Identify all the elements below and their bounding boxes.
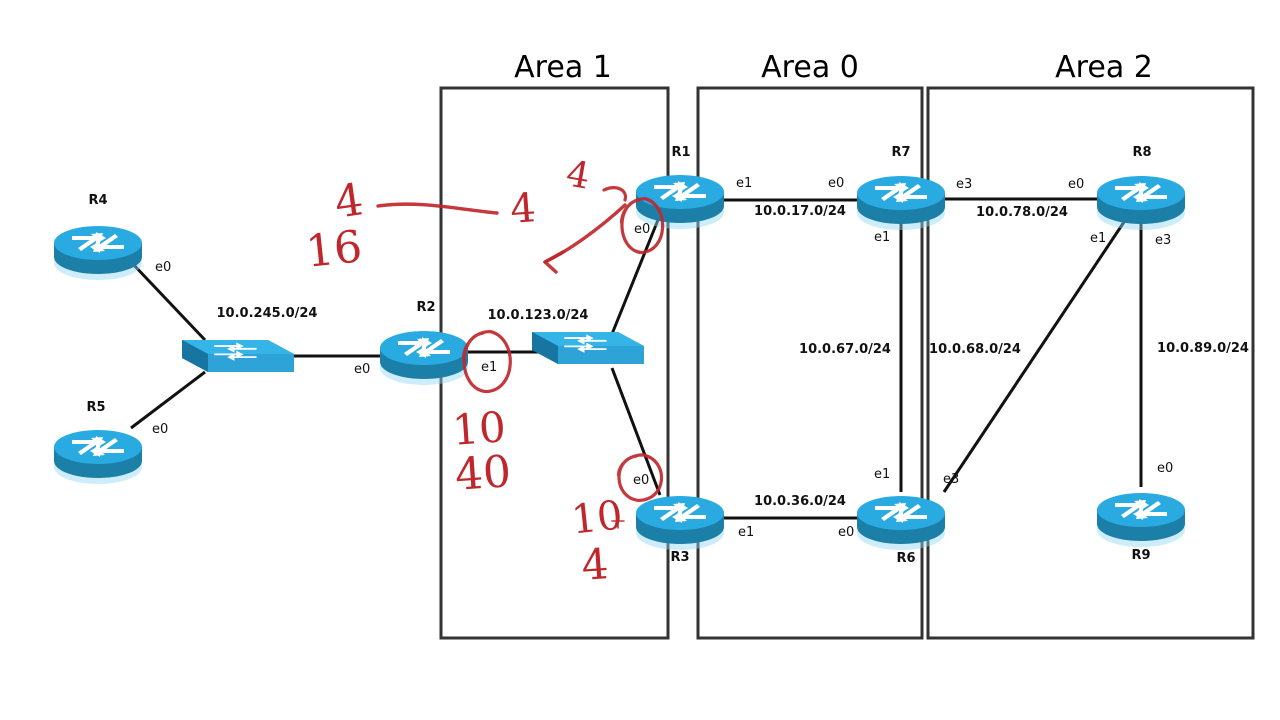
link-lines	[129, 197, 1143, 520]
subnet-label-net-123: 10.0.123.0/24	[487, 308, 589, 323]
link-r4-sw245	[129, 260, 207, 342]
device-label-R6: R6	[896, 551, 916, 566]
switch-icon-SW-245	[182, 340, 294, 372]
interface-label-r5-e0: e0	[152, 422, 169, 437]
link-r8-r6	[942, 221, 1126, 493]
subnet-label-net-68: 10.0.68.0/24	[929, 342, 1021, 357]
ink-circle-circle-r3-e0	[616, 453, 664, 503]
subnet-label-net-67: 10.0.67.0/24	[799, 342, 891, 357]
link-sw123-r1	[610, 214, 662, 335]
device-label-R9: R9	[1131, 548, 1151, 563]
interface-label-r7-e3: e3	[956, 177, 973, 192]
router-icon-R4	[54, 226, 142, 280]
router-icon-R3	[636, 496, 724, 550]
interface-label-r8-e0: e0	[1068, 177, 1085, 192]
area-box-area0	[696, 86, 924, 640]
ink-hook-r1	[602, 186, 628, 202]
link-sw123-r3	[610, 367, 662, 496]
subnet-label-net-17: 10.0.17.0/24	[754, 204, 846, 219]
interface-label-r7-e1: e1	[874, 230, 891, 245]
ink-annotation-ink-40-r2: 40	[453, 446, 513, 501]
router-icon-R9	[1097, 493, 1185, 547]
ink-annotation-ink-16-left: 16	[303, 221, 365, 278]
ink-annotation-ink-10-r3: 10	[569, 492, 625, 544]
ink-annotation-ink-4-r3: 4	[579, 539, 611, 590]
interface-label-r6-e0: e0	[838, 525, 855, 540]
interface-label-r2-e0: e0	[354, 362, 371, 377]
interface-label-r6-e1: e1	[874, 467, 891, 482]
area-title-2: Area 2	[1055, 50, 1153, 85]
device-label-R7: R7	[891, 145, 911, 160]
subnet-label-net-245: 10.0.245.0/24	[216, 306, 318, 321]
handwritten-ink-layer	[376, 186, 665, 529]
ink-circle-circle-r1-e0	[619, 197, 665, 255]
link-r5-sw245	[130, 370, 206, 430]
ink-cursor-r3	[611, 514, 625, 529]
ink-annotation-ink-4-mid: 4	[508, 185, 538, 233]
interface-label-r7-e0: e0	[828, 176, 845, 191]
ink-circle-circle-r2-e1	[461, 329, 512, 394]
router-icon-R7	[857, 176, 945, 230]
area-title-1: Area 1	[514, 50, 612, 85]
router-icon-R6	[857, 496, 945, 550]
router-icon-R1	[636, 175, 724, 229]
interface-label-r3-e0: e0	[633, 473, 650, 488]
interface-label-r1-e1: e1	[736, 176, 753, 191]
interface-label-r8-e1: e1	[1090, 231, 1107, 246]
device-label-R1: R1	[671, 145, 691, 160]
interface-label-r6-e3: e3	[943, 472, 960, 487]
router-icon-R2	[380, 331, 468, 385]
interface-label-r9-e0: e0	[1157, 461, 1174, 476]
subnet-label-net-36: 10.0.36.0/24	[754, 494, 846, 509]
ink-arrow-r1-head	[543, 250, 565, 274]
ink-stroke-dash	[376, 202, 499, 215]
interface-label-r2-e1: e1	[481, 360, 498, 375]
router-icon-R5	[54, 430, 142, 484]
interface-label-r4-e0: e0	[155, 260, 172, 275]
area-title-0: Area 0	[761, 50, 859, 85]
router-icon-R8	[1097, 176, 1185, 230]
device-label-R3: R3	[670, 550, 690, 565]
subnet-label-net-78: 10.0.78.0/24	[976, 205, 1068, 220]
switch-icon-SW-123	[532, 332, 644, 364]
device-label-R5: R5	[86, 400, 106, 415]
interface-label-r1-e0: e0	[634, 222, 651, 237]
device-label-R8: R8	[1132, 145, 1152, 160]
interface-label-r8-e3: e3	[1155, 233, 1172, 248]
device-label-R4: R4	[88, 193, 108, 208]
interface-label-r3-e1: e1	[738, 525, 755, 540]
subnet-label-net-89: 10.0.89.0/24	[1157, 341, 1249, 356]
area-box-area2	[926, 86, 1255, 640]
device-label-R2: R2	[416, 300, 436, 315]
